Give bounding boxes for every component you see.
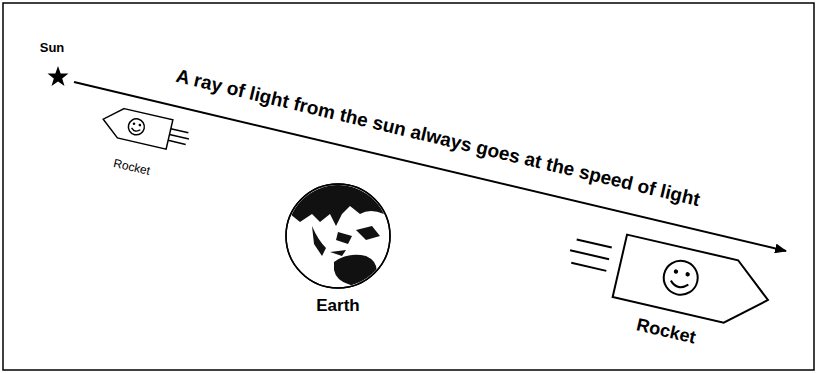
- light-ray-arrow: [74, 82, 786, 251]
- big-rocket: [562, 223, 775, 331]
- earth-label: Earth: [316, 297, 359, 316]
- rocket-label: Rocket: [112, 157, 151, 178]
- frame: [3, 3, 814, 370]
- small-rocket: [100, 105, 192, 154]
- rocket-label: Rocket: [635, 316, 698, 349]
- sun-label: Sun: [40, 41, 65, 55]
- light-ray-label: A ray of light from the sun always goes …: [174, 66, 702, 211]
- earth-globe: [286, 183, 392, 292]
- sun-star: [48, 66, 69, 86]
